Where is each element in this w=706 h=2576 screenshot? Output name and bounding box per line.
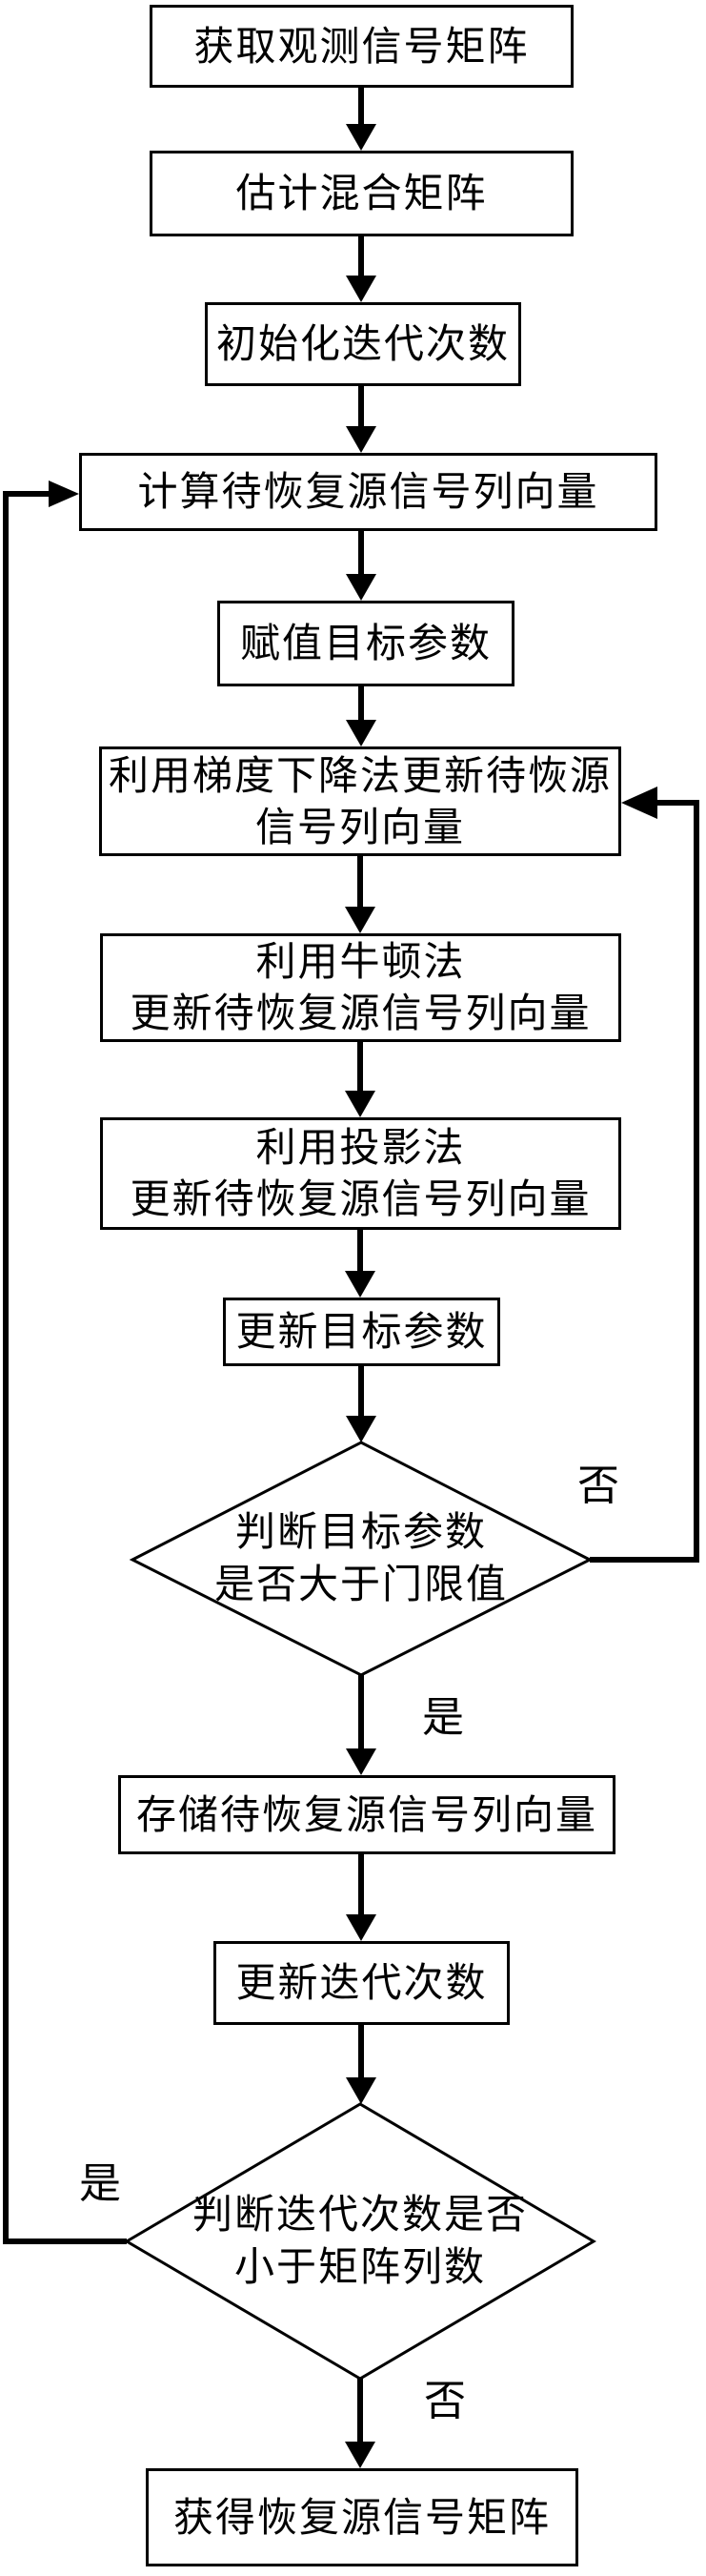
arrowhead: [345, 1091, 375, 1117]
arrowhead: [346, 426, 376, 453]
node-gradient-descent-update: 利用梯度下降法更新待恢源 信号列向量: [99, 746, 621, 856]
node-acquire-observation-matrix: 获取观测信号矩阵: [150, 5, 574, 88]
arrowhead: [346, 124, 376, 151]
edge-label-iteration-yes: 是: [79, 2159, 121, 2208]
edge-label-threshold-no: 否: [577, 1462, 619, 1510]
decision-iteration-count-label: 判断迭代次数是否 小于矩阵列数: [192, 2191, 528, 2290]
decision-target-threshold-label: 判断目标参数 是否大于门限值: [213, 1508, 508, 1607]
node-obtain-recovered-matrix: 获得恢复源信号矩阵: [146, 2468, 578, 2566]
arrowhead: [346, 276, 376, 302]
arrowhead: [346, 1914, 376, 1941]
arrowhead: [346, 1416, 376, 1442]
node-compute-source-column-vector: 计算待恢复源信号列向量: [79, 453, 657, 531]
arrowhead: [345, 1271, 375, 1298]
edge-label-threshold-yes: 是: [422, 1693, 464, 1742]
arrowhead: [346, 1748, 376, 1775]
node-init-iteration-count: 初始化迭代次数: [205, 302, 521, 386]
node-newton-update: 利用牛顿法 更新待恢复源信号列向量: [100, 933, 621, 1042]
node-update-target-parameter: 更新目标参数: [223, 1298, 500, 1366]
arrowhead: [345, 907, 375, 933]
node-update-iteration-count: 更新迭代次数: [213, 1941, 510, 2025]
arrowhead: [346, 574, 376, 601]
arrowhead-left: [621, 787, 657, 819]
arrowhead-right: [49, 480, 79, 507]
arrowhead: [346, 720, 376, 746]
decision-iteration-count-shape: [124, 2102, 596, 2381]
loop-threshold-no-line: [590, 800, 699, 1563]
loop-iteration-yes-line: [3, 491, 127, 2244]
decision-target-threshold-shape: [129, 1441, 594, 1677]
arrowhead: [346, 2077, 376, 2104]
node-assign-target-parameter: 赋值目标参数: [217, 601, 514, 686]
node-store-source-column-vector: 存储待恢复源信号列向量: [118, 1775, 615, 1854]
node-projection-update: 利用投影法 更新待恢复源信号列向量: [100, 1117, 621, 1230]
arrowhead: [345, 2442, 375, 2468]
edge-label-iteration-no: 否: [424, 2377, 466, 2425]
node-estimate-mixing-matrix: 估计混合矩阵: [150, 151, 574, 236]
